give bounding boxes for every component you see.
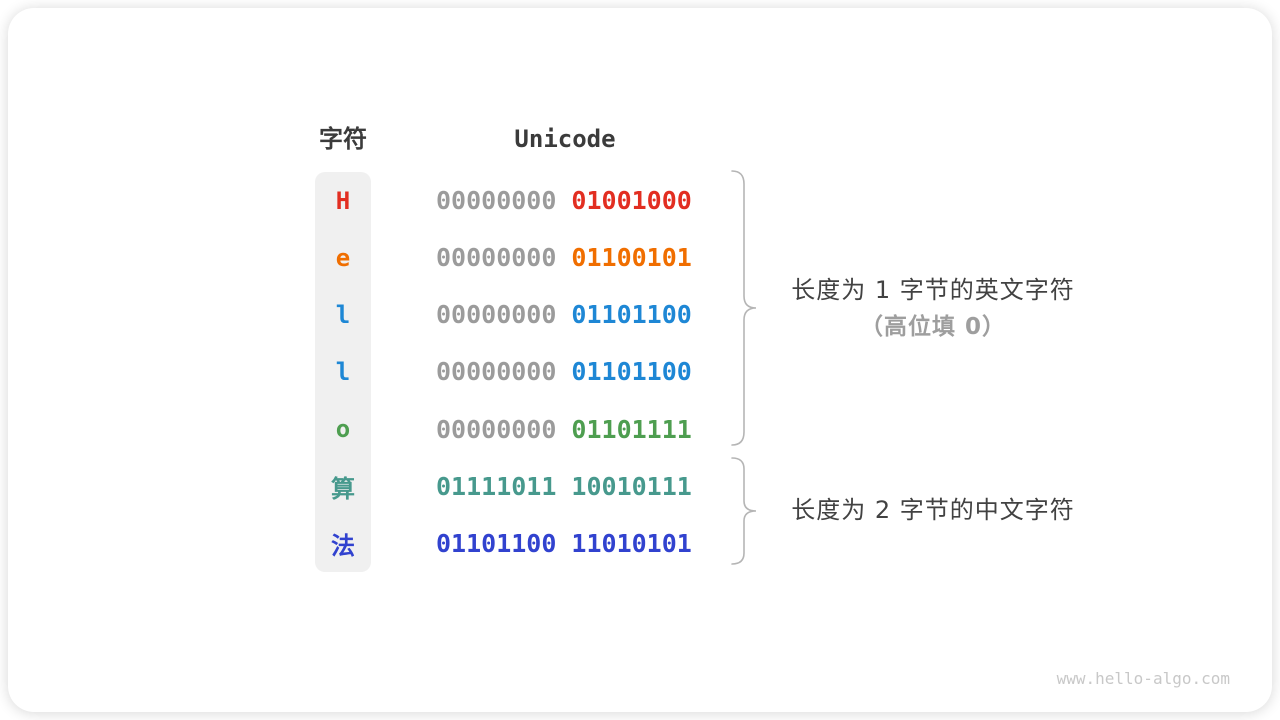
annotation-english-line2: （高位填 0） — [859, 314, 1006, 340]
byte-low: 11010101 — [571, 528, 692, 558]
brace-english-group — [730, 170, 758, 446]
column-header-character: 字符 — [319, 125, 367, 153]
table-row: 算 01111011 10010111 — [315, 458, 715, 515]
annotation-english-chars: 长度为 1 字节的英文字符 （高位填 0） — [766, 274, 1100, 342]
byte-low: 01100101 — [571, 243, 692, 273]
annotation-english-line1: 长度为 1 字节的英文字符 — [791, 276, 1075, 304]
byte-low: 01101100 — [571, 357, 692, 387]
table-row: l 00000000 01101100 — [315, 286, 715, 343]
byte-low: 01101100 — [571, 300, 692, 330]
site-watermark: www.hello-algo.com — [1056, 669, 1230, 688]
byte-high: 00000000 — [436, 243, 557, 273]
unicode-binary-cell: 01101100 11010101 — [436, 529, 692, 558]
byte-low: 10010111 — [571, 471, 692, 501]
unicode-binary-cell: 00000000 01101111 — [436, 415, 692, 444]
byte-high: 01111011 — [436, 471, 557, 501]
character-cell: 算 — [331, 474, 355, 503]
table-row: l 00000000 01101100 — [315, 343, 715, 400]
table-rows: H 00000000 01001000 e 00000000 01100101 l 00000… — [315, 172, 715, 572]
byte-high: 00000000 — [436, 414, 557, 444]
character-cell: l — [335, 300, 351, 329]
annotation-chinese-chars: 长度为 2 字节的中文字符 — [766, 494, 1100, 526]
character-cell: l — [335, 357, 351, 386]
byte-high: 00000000 — [436, 186, 557, 216]
brace-chinese-group — [730, 457, 758, 565]
character-cell: e — [335, 243, 351, 272]
table-row: o 00000000 01101111 — [315, 401, 715, 458]
annotation-chinese-line1: 长度为 2 字节的中文字符 — [791, 496, 1075, 524]
byte-high: 00000000 — [436, 357, 557, 387]
character-column-background — [315, 172, 371, 572]
unicode-binary-cell: 00000000 01001000 — [436, 186, 692, 215]
table-row: e 00000000 01100101 — [315, 229, 715, 286]
unicode-binary-cell: 00000000 01101100 — [436, 300, 692, 329]
unicode-binary-cell: 00000000 01100101 — [436, 243, 692, 272]
column-header-unicode: Unicode — [514, 125, 616, 153]
byte-low: 01001000 — [571, 186, 692, 216]
table-row: 法 01101100 11010101 — [315, 515, 715, 572]
unicode-binary-cell: 00000000 01101100 — [436, 357, 692, 386]
character-cell: 法 — [331, 531, 355, 560]
byte-high: 01101100 — [436, 528, 557, 558]
byte-low: 01101111 — [571, 414, 692, 444]
character-cell: H — [335, 186, 351, 215]
table-row: H 00000000 01001000 — [315, 172, 715, 229]
character-cell: o — [335, 415, 351, 444]
unicode-binary-cell: 01111011 10010111 — [436, 472, 692, 501]
figure-card: 字符 Unicode H 00000000 01001000 e 00000000 011… — [8, 8, 1272, 712]
byte-high: 00000000 — [436, 300, 557, 330]
